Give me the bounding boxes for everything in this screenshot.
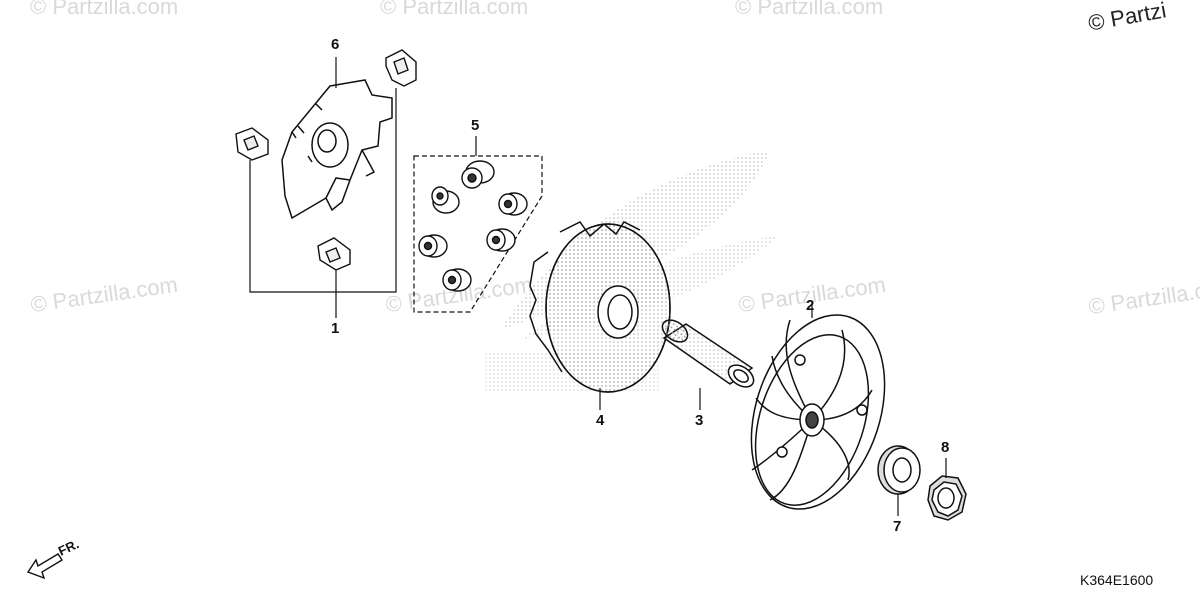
group-bracket: [413, 155, 543, 313]
watermark: © Partzilla.com: [30, 0, 179, 19]
roller-weight: [431, 186, 460, 214]
watermark: © Partzilla.com: [380, 0, 529, 19]
roller-weight: [461, 160, 495, 189]
drive-face: [750, 314, 886, 510]
slider-piece: [385, 49, 417, 87]
callout-3: 3: [695, 412, 704, 429]
callout-4: 4: [596, 412, 605, 429]
diagram-code: K364E1600: [1080, 572, 1154, 588]
ramp-plate: [281, 79, 393, 220]
group-bracket: [249, 88, 397, 293]
movable-drive-face: [529, 221, 671, 393]
roller-weight: [442, 268, 472, 292]
slider-piece: [317, 237, 351, 271]
watermark: © Partzilla.com: [735, 0, 884, 19]
callout-1: 1: [331, 320, 340, 337]
drive-face-collar: [661, 319, 755, 388]
nut: [927, 475, 967, 521]
washer: [877, 445, 921, 495]
callout-5: 5: [471, 117, 480, 134]
roller-weight: [418, 234, 448, 258]
callout-7: 7: [893, 518, 902, 535]
slider-piece: [235, 127, 269, 161]
front-arrow: [26, 553, 63, 580]
roller-weight: [498, 192, 528, 216]
callout-2: 2: [806, 297, 815, 314]
callout-8: 8: [941, 439, 950, 456]
callout-6: 6: [331, 36, 340, 53]
roller-weight: [486, 228, 516, 252]
